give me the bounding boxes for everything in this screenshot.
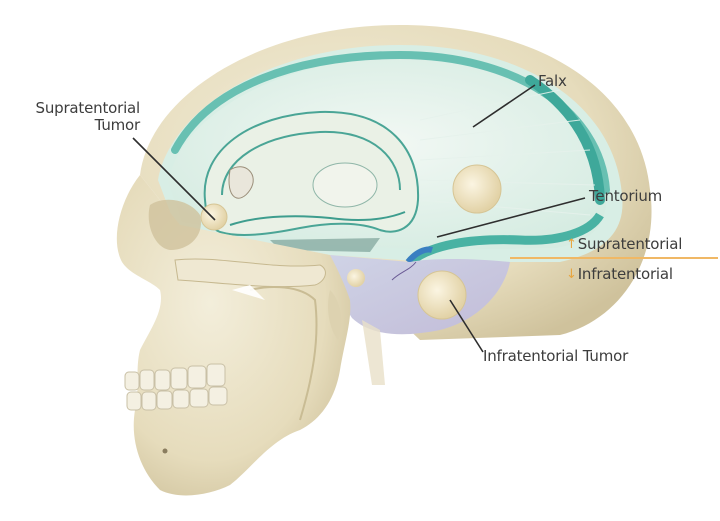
label-infratentorial-tumor: Infratentorial Tumor	[483, 347, 629, 365]
teeth	[124, 363, 228, 411]
supratentorial-tumor	[200, 203, 228, 231]
label-infratentorial-text: Infratentorial	[577, 265, 673, 283]
skull-face	[116, 175, 351, 496]
label-tentorium: Tentorium	[589, 187, 663, 205]
infratentorial-tumor	[417, 270, 467, 320]
leader-lines	[132, 84, 586, 353]
arrow-up-icon: ↑	[566, 237, 577, 252]
label-supratentorial: ↑Supratentorial	[566, 236, 682, 254]
label-infratentorial: ↓Infratentorial	[566, 266, 673, 284]
label-supratentorial-tumor: Supratentorial Tumor	[14, 99, 141, 134]
label-supratentorial-tumor-line2: Tumor	[94, 116, 141, 134]
brain-structures	[203, 110, 420, 252]
label-supratentorial-text: Supratentorial	[577, 235, 683, 253]
arrow-down-icon: ↓	[566, 267, 577, 282]
label-supratentorial-tumor-line1: Supratentorial	[35, 99, 141, 117]
falx-region-tumor	[452, 164, 502, 214]
label-falx: Falx	[538, 72, 567, 90]
